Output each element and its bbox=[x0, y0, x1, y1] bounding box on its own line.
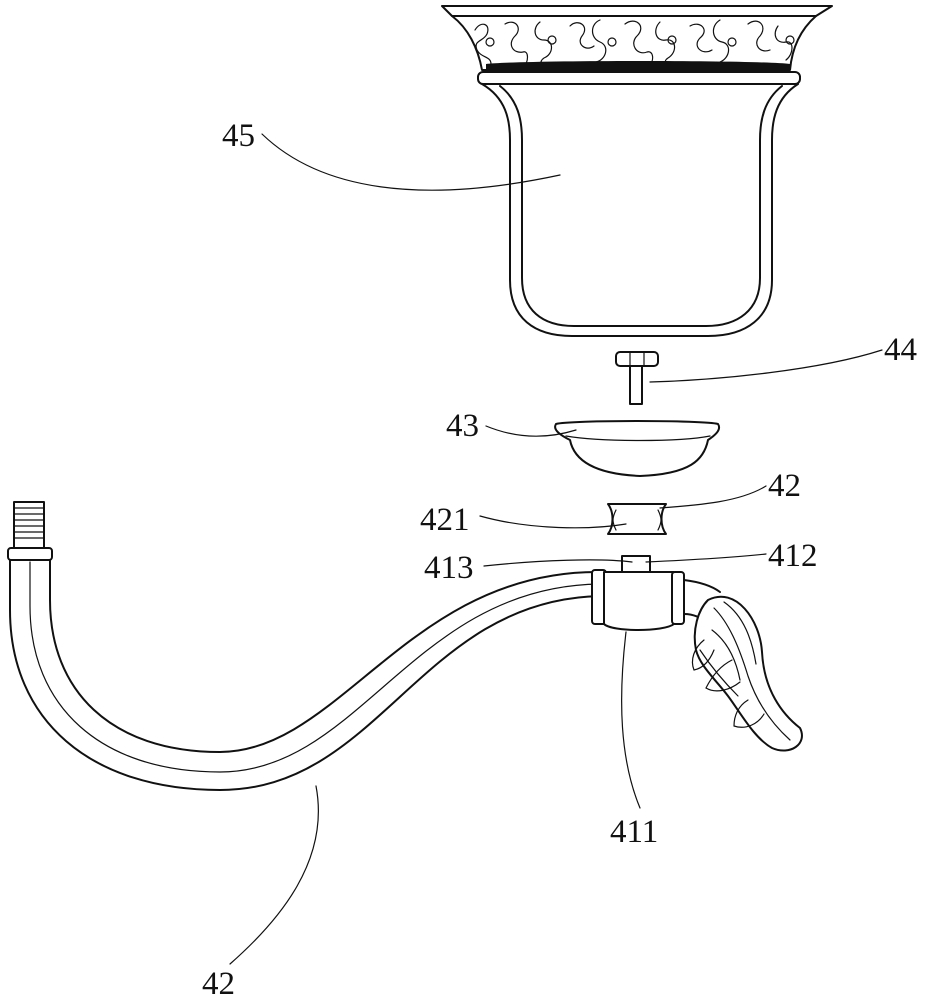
collar-body bbox=[604, 572, 674, 630]
label-421: 421 bbox=[420, 502, 470, 538]
leader-421 bbox=[480, 516, 626, 528]
bolt bbox=[616, 352, 658, 404]
ring bbox=[608, 504, 666, 534]
leader-42-ring bbox=[660, 486, 766, 508]
arm-nut bbox=[8, 548, 52, 560]
cup bbox=[555, 421, 719, 476]
post bbox=[622, 556, 650, 572]
label-42-arm: 42 bbox=[202, 966, 235, 1000]
acanthus-leaf bbox=[692, 597, 801, 751]
lamp-shade bbox=[442, 6, 832, 336]
leader-411 bbox=[622, 632, 640, 808]
label-412: 412 bbox=[768, 538, 818, 574]
label-44: 44 bbox=[884, 332, 917, 368]
arm-tube-inner bbox=[50, 560, 600, 752]
arm-tube-center bbox=[30, 562, 600, 772]
leader-413 bbox=[484, 560, 632, 566]
bolt-head bbox=[616, 352, 658, 366]
leader-412 bbox=[646, 554, 766, 562]
leader-42-arm bbox=[230, 786, 318, 964]
beaded-band bbox=[486, 61, 790, 72]
collar-right-flange bbox=[672, 572, 684, 624]
arm-thread bbox=[14, 502, 44, 548]
label-43: 43 bbox=[446, 408, 479, 444]
label-45: 45 bbox=[222, 118, 255, 154]
label-411: 411 bbox=[610, 814, 658, 850]
cup-body bbox=[555, 421, 719, 476]
arm-tube-outer bbox=[10, 560, 600, 790]
label-42-ring: 42 bbox=[768, 468, 801, 504]
shade-body bbox=[482, 84, 798, 336]
leader-44 bbox=[650, 350, 882, 382]
bolt-shank bbox=[630, 366, 642, 404]
arm-end-top bbox=[684, 580, 720, 592]
shade-rim bbox=[478, 72, 800, 84]
ring-body bbox=[608, 504, 666, 534]
arm bbox=[8, 502, 802, 790]
label-413: 413 bbox=[424, 550, 474, 586]
